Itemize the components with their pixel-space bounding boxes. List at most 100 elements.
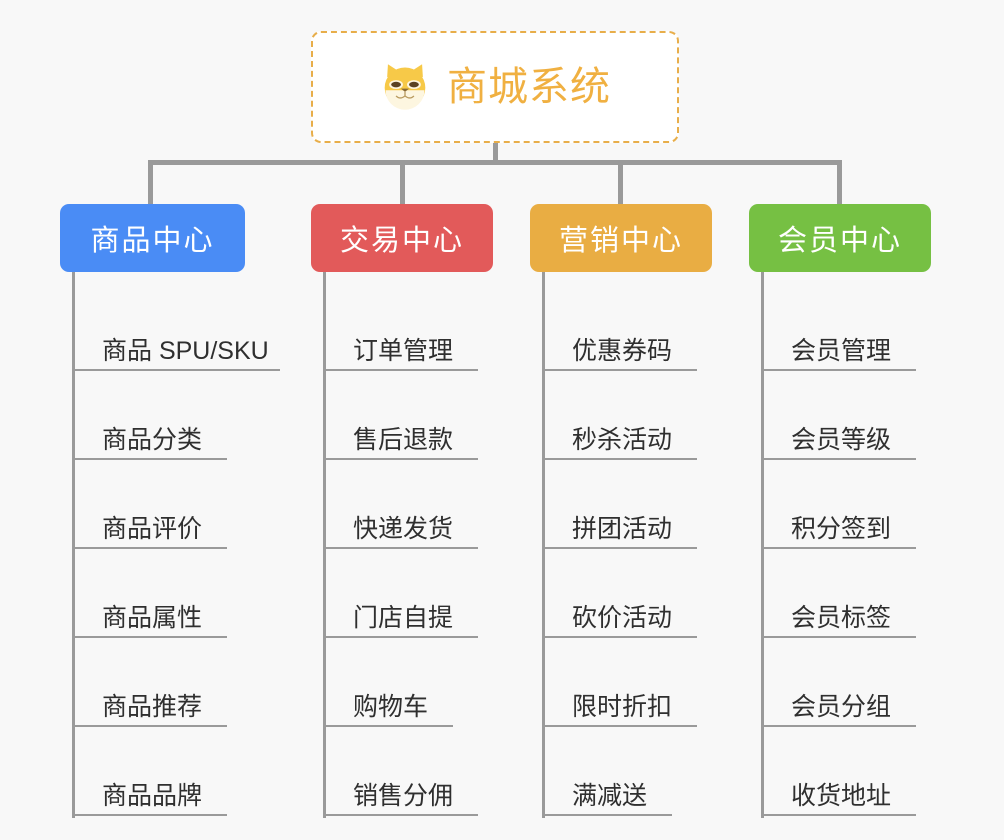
leaf-label: 销售分佣 <box>353 781 454 810</box>
list-item[interactable]: 快递发货 <box>311 460 526 549</box>
category-column-product: 商品中心 商品 SPU/SKU 商品分类 商品评价 商品属性 商品推荐 <box>60 204 305 818</box>
leaf-label: 拼团活动 <box>572 514 673 543</box>
leaf-underline <box>761 814 916 816</box>
list-item[interactable]: 商品推荐 <box>60 638 305 727</box>
leaf-label: 门店自提 <box>353 603 454 632</box>
drop-connector-1 <box>148 160 153 206</box>
shiba-dog-face-icon <box>384 64 426 110</box>
leaf-underline <box>542 814 672 816</box>
category-column-member: 会员中心 会员管理 会员等级 积分签到 会员标签 会员分组 <box>749 204 964 818</box>
leaf-label: 商品品牌 <box>102 781 203 810</box>
drop-connector-2 <box>400 160 405 206</box>
category-header-member[interactable]: 会员中心 <box>749 204 931 272</box>
list-item[interactable]: 砍价活动 <box>530 549 745 638</box>
leaf-underline <box>542 725 697 727</box>
leaf-underline <box>761 725 916 727</box>
list-item[interactable]: 商品分类 <box>60 371 305 460</box>
leaf-underline <box>323 725 453 727</box>
list-item[interactable]: 门店自提 <box>311 549 526 638</box>
leaf-underline <box>323 369 478 371</box>
leaf-underline <box>323 547 478 549</box>
list-item[interactable]: 商品品牌 <box>60 727 305 816</box>
category-header-label: 商品中心 <box>90 225 215 257</box>
leaf-label: 砍价活动 <box>572 603 673 632</box>
leaf-underline <box>761 369 916 371</box>
leaf-label: 收货地址 <box>791 781 892 810</box>
column-trunk-line <box>542 272 545 818</box>
category-header-trade[interactable]: 交易中心 <box>311 204 493 272</box>
root-title: 商城系统 <box>447 65 611 109</box>
list-item[interactable]: 销售分佣 <box>311 727 526 816</box>
leaf-label: 会员管理 <box>791 336 892 365</box>
list-item[interactable]: 会员分组 <box>749 638 964 727</box>
category-header-label: 交易中心 <box>339 225 464 257</box>
category-header-label: 会员中心 <box>777 225 902 257</box>
leaf-underline <box>72 814 227 816</box>
list-item[interactable]: 商品 SPU/SKU <box>60 282 305 371</box>
leaf-underline <box>542 369 697 371</box>
category-header-label: 营销中心 <box>558 225 683 257</box>
leaf-underline <box>72 369 280 371</box>
leaf-label: 积分签到 <box>791 514 892 543</box>
leaf-underline <box>72 547 227 549</box>
list-item[interactable]: 秒杀活动 <box>530 371 745 460</box>
leaf-label: 售后退款 <box>353 425 454 454</box>
list-item[interactable]: 会员标签 <box>749 549 964 638</box>
list-item[interactable]: 订单管理 <box>311 282 526 371</box>
leaf-underline <box>761 547 916 549</box>
leaf-list-marketing: 优惠券码 秒杀活动 拼团活动 砍价活动 限时折扣 满减送 <box>530 272 745 816</box>
leaf-label: 会员分组 <box>791 692 892 721</box>
leaf-list-trade: 订单管理 售后退款 快递发货 门店自提 购物车 销售分佣 <box>311 272 526 816</box>
leaf-label: 订单管理 <box>353 336 454 365</box>
list-item[interactable]: 会员等级 <box>749 371 964 460</box>
list-item[interactable]: 优惠券码 <box>530 282 745 371</box>
category-header-marketing[interactable]: 营销中心 <box>530 204 712 272</box>
leaf-label: 会员标签 <box>791 603 892 632</box>
leaf-label: 快递发货 <box>353 514 454 543</box>
leaf-label: 商品评价 <box>102 514 203 543</box>
drop-connector-3 <box>618 160 623 206</box>
list-item[interactable]: 商品属性 <box>60 549 305 638</box>
list-item[interactable]: 购物车 <box>311 638 526 727</box>
leaf-label: 购物车 <box>353 692 429 721</box>
list-item[interactable]: 限时折扣 <box>530 638 745 727</box>
column-trunk-line <box>761 272 764 818</box>
leaf-underline <box>542 547 697 549</box>
category-column-marketing: 营销中心 优惠券码 秒杀活动 拼团活动 砍价活动 限时折扣 <box>530 204 745 818</box>
leaf-label: 优惠券码 <box>572 336 673 365</box>
leaf-underline <box>72 458 227 460</box>
list-item[interactable]: 会员管理 <box>749 282 964 371</box>
leaf-underline <box>542 636 697 638</box>
leaf-label: 满减送 <box>572 781 648 810</box>
list-item[interactable]: 收货地址 <box>749 727 964 816</box>
column-trunk-line <box>72 272 75 818</box>
column-trunk-line <box>323 272 326 818</box>
horizontal-bus-connector <box>148 160 842 165</box>
list-item[interactable]: 积分签到 <box>749 460 964 549</box>
leaf-label: 会员等级 <box>791 425 892 454</box>
root-node[interactable]: 商城系统 <box>311 31 679 143</box>
leaf-underline <box>323 458 478 460</box>
leaf-label: 商品属性 <box>102 603 203 632</box>
category-header-product[interactable]: 商品中心 <box>60 204 245 272</box>
list-item[interactable]: 商品评价 <box>60 460 305 549</box>
leaf-list-member: 会员管理 会员等级 积分签到 会员标签 会员分组 收货地址 <box>749 272 964 816</box>
leaf-underline <box>761 636 916 638</box>
leaf-underline <box>761 458 916 460</box>
leaf-list-product: 商品 SPU/SKU 商品分类 商品评价 商品属性 商品推荐 商品品牌 <box>60 272 305 816</box>
leaf-label: 秒杀活动 <box>572 425 673 454</box>
leaf-underline <box>542 458 697 460</box>
leaf-label: 限时折扣 <box>572 692 673 721</box>
leaf-label: 商品 SPU/SKU <box>102 336 269 365</box>
leaf-underline <box>323 814 478 816</box>
list-item[interactable]: 拼团活动 <box>530 460 745 549</box>
leaf-underline <box>72 636 227 638</box>
leaf-underline <box>323 636 478 638</box>
category-column-trade: 交易中心 订单管理 售后退款 快递发货 门店自提 购物车 <box>311 204 526 818</box>
leaf-label: 商品分类 <box>102 425 203 454</box>
list-item[interactable]: 售后退款 <box>311 371 526 460</box>
root-stem-connector <box>493 143 498 163</box>
list-item[interactable]: 满减送 <box>530 727 745 816</box>
leaf-label: 商品推荐 <box>102 692 203 721</box>
